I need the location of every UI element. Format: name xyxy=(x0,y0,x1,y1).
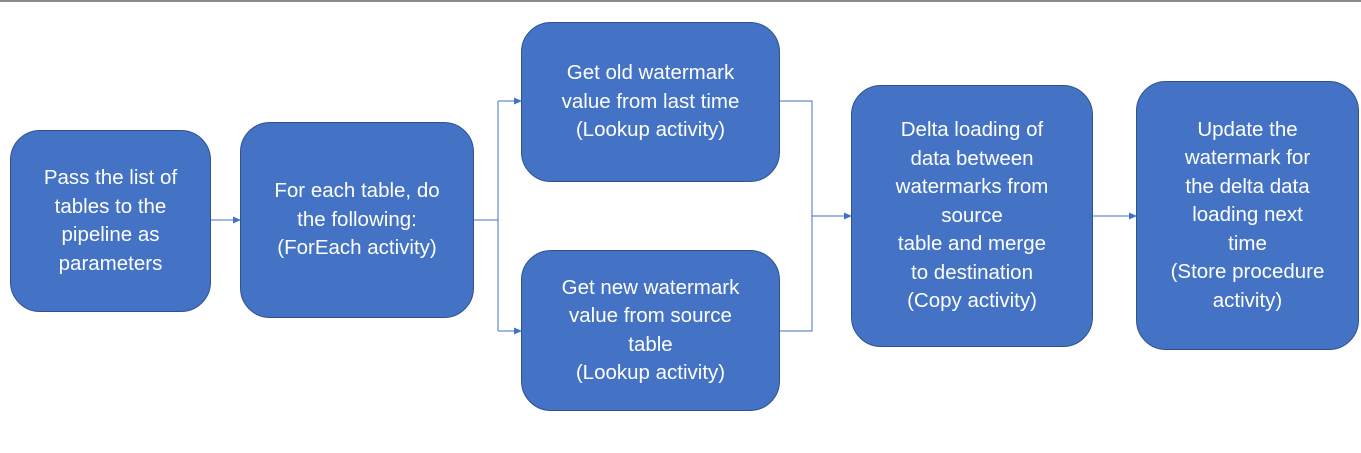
step-old-watermark-line: Get old watermark xyxy=(566,61,735,85)
step-new-watermark-line: Get new watermark xyxy=(561,275,740,299)
step-update-watermark-line: Update the xyxy=(1197,117,1298,141)
step-update-watermark-line: activity) xyxy=(1212,288,1283,312)
step-update-watermark-line: (Store procedure xyxy=(1170,260,1325,284)
step-pass-tables-line: tables to the xyxy=(54,194,167,218)
step-foreach-box: For each table, do the following: (ForEa… xyxy=(240,122,474,318)
step-delta-copy-line: (Copy activity) xyxy=(907,289,1037,313)
step-new-watermark-line: table xyxy=(628,332,673,356)
step-delta-copy-line: data between xyxy=(910,146,1034,170)
step-pass-tables-box: Pass the list of tables to the pipeline … xyxy=(10,130,211,312)
step-new-watermark-line: value from source xyxy=(569,304,732,327)
step-new-watermark-box: Get new watermark value from source tabl… xyxy=(521,250,780,411)
step-new-watermark-line: (Lookup activity) xyxy=(575,361,726,384)
step-pass-tables-line: parameters xyxy=(58,251,163,275)
step-update-watermark-line: watermark for xyxy=(1184,146,1311,170)
step-delta-copy-line: to destination xyxy=(911,260,1033,284)
step-pass-tables-line: pipeline as xyxy=(61,223,160,246)
step-update-watermark-box: Update the watermark for the delta data … xyxy=(1136,81,1359,350)
step-delta-copy-box: Delta loading of data between watermarks… xyxy=(851,85,1093,347)
step-update-watermark-line: loading next xyxy=(1192,203,1303,227)
edge-new-watermark-to-join xyxy=(780,216,813,332)
step-delta-copy-line: Delta loading of xyxy=(900,118,1044,142)
step-update-watermark-line: the delta data xyxy=(1185,174,1310,198)
step-foreach-line: the following: xyxy=(297,207,417,231)
step-delta-copy-line: source xyxy=(941,203,1003,227)
step-foreach-line: (ForEach activity) xyxy=(277,236,437,260)
step-delta-copy-line: table and merge xyxy=(897,232,1047,256)
edge-old-watermark-to-join xyxy=(780,100,813,216)
step-pass-tables-line: Pass the list of xyxy=(43,166,178,189)
step-old-watermark-line: (Lookup activity) xyxy=(575,118,726,142)
step-old-watermark-line: value from last time xyxy=(561,89,740,113)
step-foreach-line: For each table, do xyxy=(274,179,440,203)
step-delta-copy-line: watermarks from xyxy=(895,175,1049,199)
step-old-watermark-box: Get old watermark value from last time (… xyxy=(521,22,780,182)
step-update-watermark-line: time xyxy=(1228,231,1267,255)
top-divider xyxy=(0,0,1361,2)
